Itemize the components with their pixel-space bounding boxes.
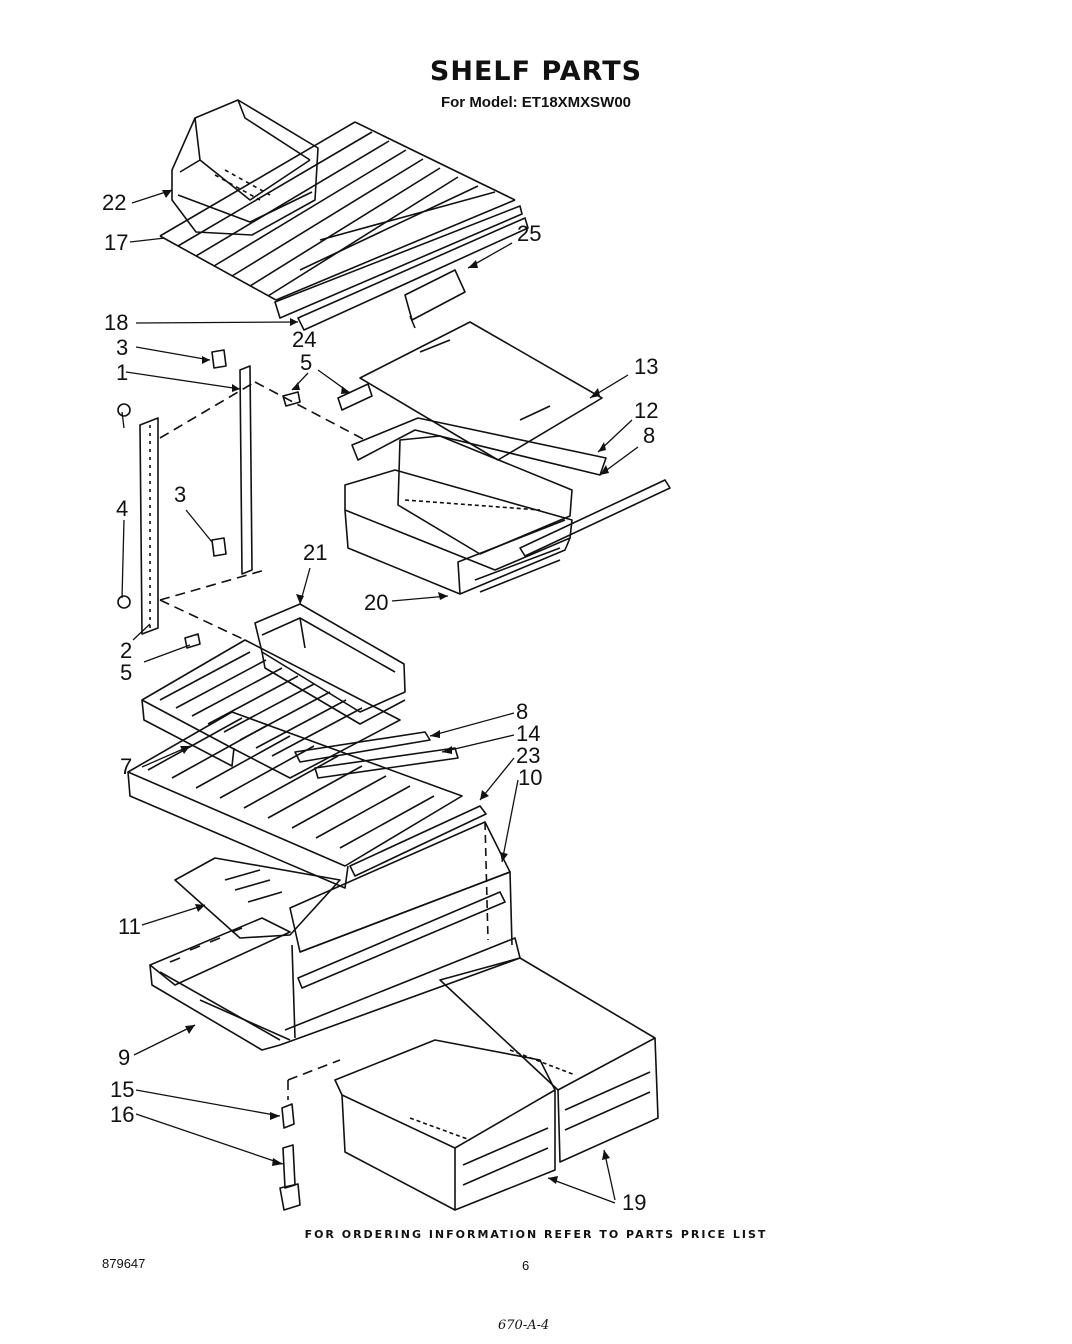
part-7-shelf [142,640,400,778]
part-9-base [150,918,520,1050]
callout-22: 22 [102,190,127,215]
handwritten-annotation: 670-A-4 [498,1318,550,1333]
callout-17: 17 [104,230,129,255]
callout-12: 12 [634,398,659,423]
callout-18: 18 [104,310,129,335]
part-8-14-trim [295,732,458,778]
part-23-large-shelf [128,712,486,888]
callout-8a: 8 [643,423,656,448]
callout-8b: 8 [516,699,529,724]
document-number: 879647 [102,1256,146,1271]
part-13-glass [338,322,602,460]
part-10-cover [290,822,512,988]
callout-20: 20 [364,590,389,615]
callout-15: 15 [110,1077,135,1102]
callout-13: 13 [634,354,659,379]
page-title: SHELF PARTS [429,56,643,87]
model-subtitle: For Model: ET18XMXSW00 [440,94,632,111]
callout-19: 19 [622,1190,647,1215]
callout-3b: 3 [174,482,187,507]
part-21-bin [255,604,405,724]
callout-14: 14 [516,721,541,746]
part-25-clip [405,270,465,328]
callout-16: 16 [110,1102,135,1127]
callout-25: 25 [517,221,542,246]
callout-5a: 5 [300,350,313,375]
callout-21: 21 [303,540,328,565]
part-11-glass [175,858,340,938]
arrowheads [162,190,610,1184]
leader-lines [122,190,638,1203]
callout-10: 10 [518,765,543,790]
callout-23: 23 [516,743,541,768]
ordering-note: FOR ORDERING INFORMATION REFER TO PARTS … [304,1228,768,1241]
callout-24: 24 [292,327,317,352]
callout-11: 11 [118,914,141,939]
part-22-basket [172,100,318,235]
part-19-drawers [335,958,658,1210]
callout-2: 2 [120,638,133,663]
part-20-crisper-drawer [345,418,670,594]
callout-4: 4 [116,496,129,521]
part-rails [118,350,365,648]
part-15-16-hardware [280,1060,340,1210]
callout-7: 7 [120,754,133,779]
callout-9: 9 [118,1045,131,1070]
part-wire-shelf-top [160,122,528,330]
callout-3a: 3 [116,335,129,360]
page-number: 6 [522,1258,530,1273]
callout-5b: 5 [120,660,133,685]
callout-1: 1 [116,360,129,385]
